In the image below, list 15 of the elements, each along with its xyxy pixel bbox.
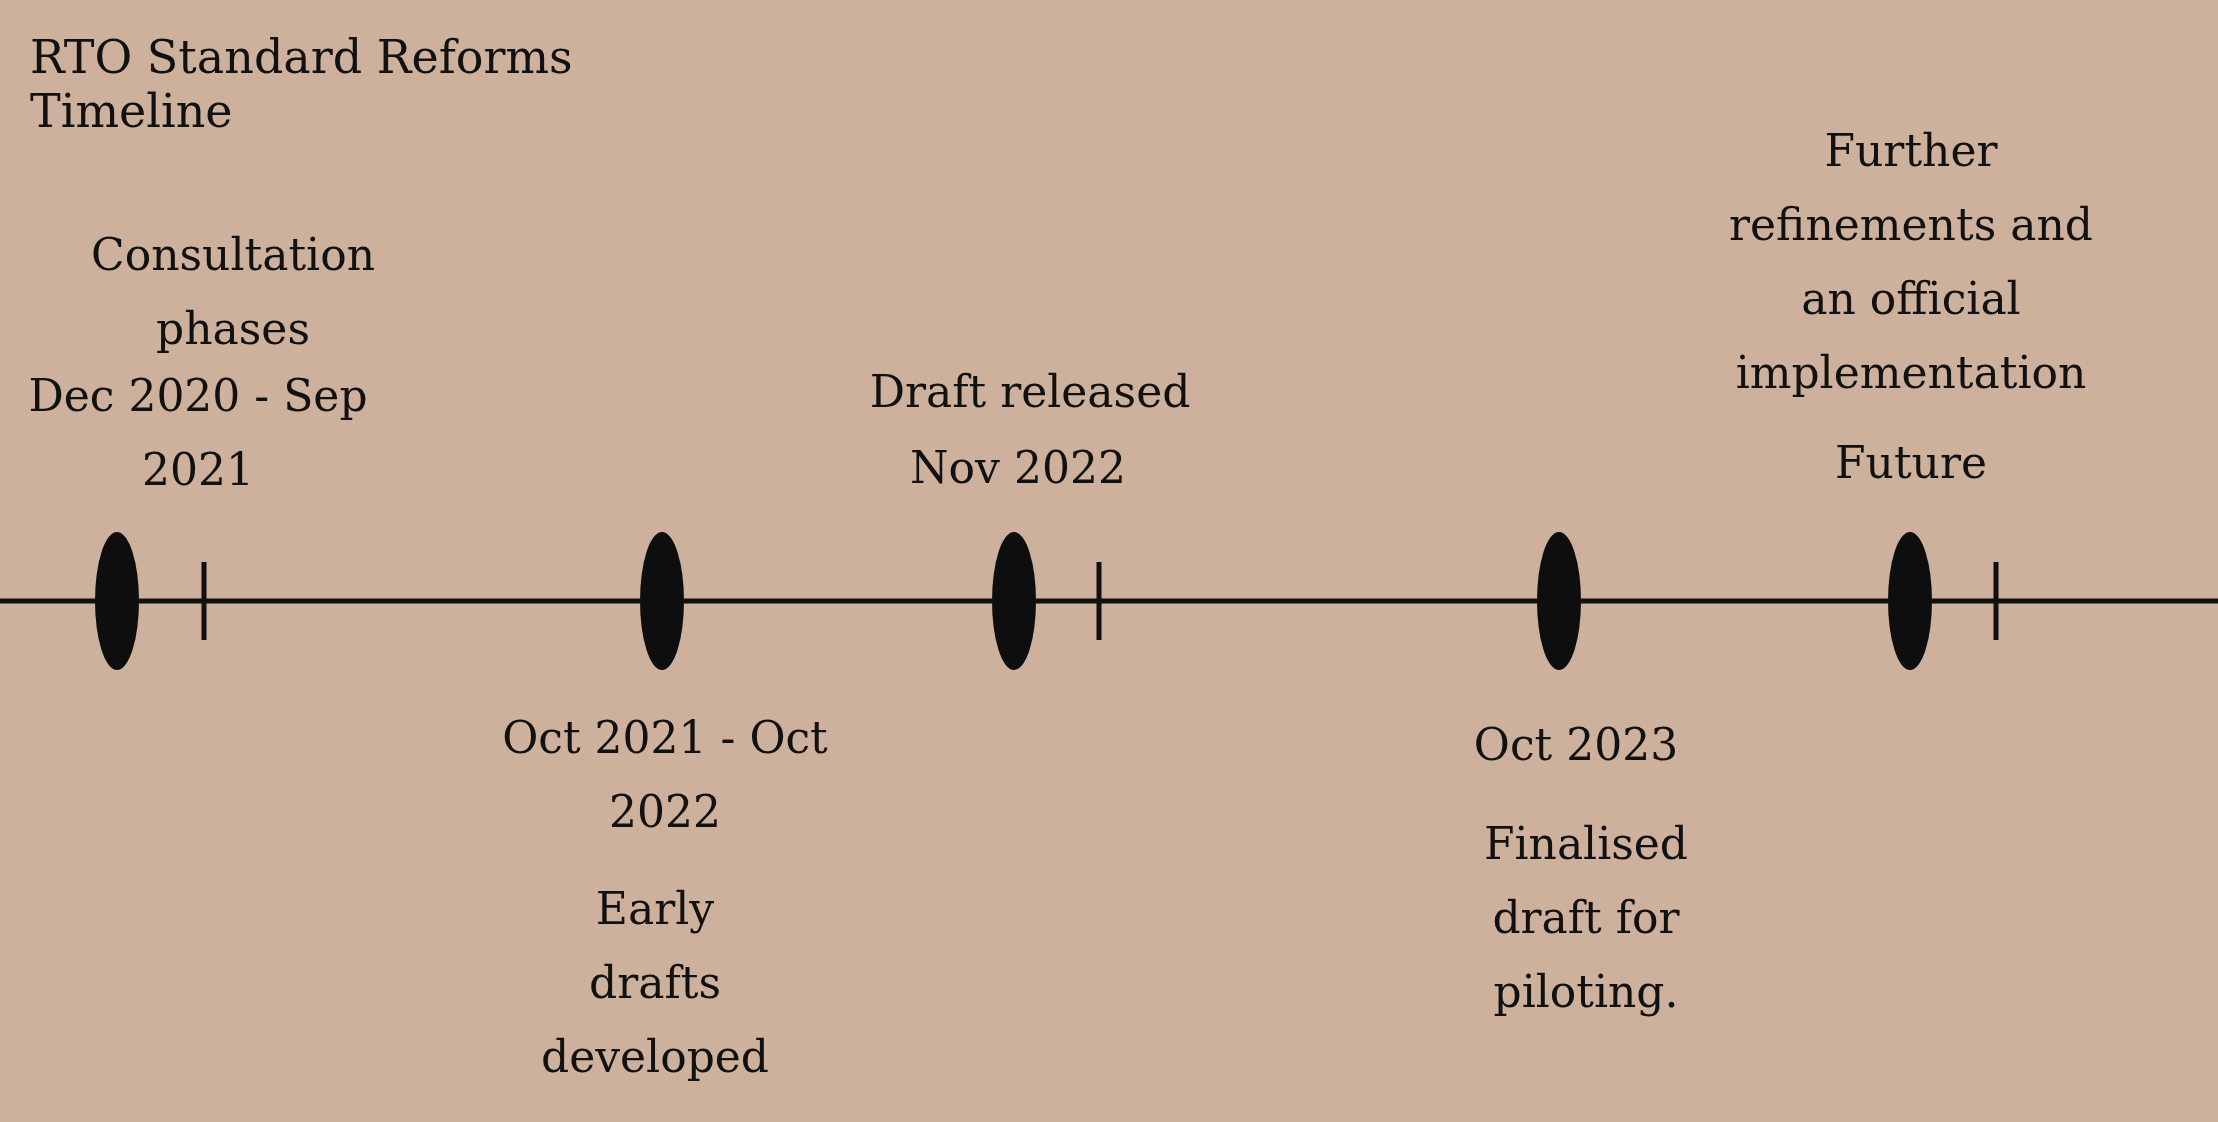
timeline-line [1581,598,1888,604]
event-text: Draft released [868,365,1192,419]
event-text: Early drafts developed [539,882,770,1084]
event-text: Consultation phases [90,228,376,356]
event-text: Finalised draft for piloting. [1482,817,1690,1019]
timeline-line [139,598,640,604]
event-text: Oct 2023 [1472,718,1680,772]
event-text: Nov 2022 [909,441,1127,495]
event-text: Oct 2021 - Oct 2022 [501,711,829,839]
timeline-line [684,598,992,604]
event-text: Dec 2020 - Sep 2021 [27,369,369,497]
event-text: Future [1834,436,1988,490]
timeline-line [1036,598,1537,604]
timeline-title: RTO Standard Reforms Timeline [30,30,574,138]
event-text: Further refinements and an official implementation [1728,124,2094,400]
